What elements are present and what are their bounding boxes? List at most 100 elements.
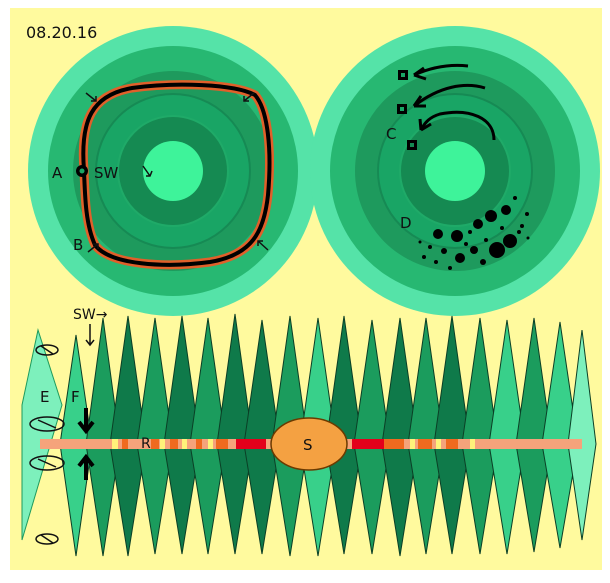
rod-segment [410,439,415,449]
rotation-icon [35,533,59,545]
rod-segment [216,439,228,449]
diamond-column [488,319,526,555]
sw-down-arrow-icon [85,324,95,347]
rod-segment [182,439,187,449]
label-sw: SW [94,164,119,182]
diamond-column [109,315,147,557]
diamond-column [189,317,227,555]
rotation-icon [29,455,65,471]
debris-blob [525,212,529,216]
debris-blob [520,224,524,228]
debris-blob [422,255,426,259]
diamond-column [243,319,281,555]
debris-blob [484,238,488,242]
right-disk: C D [310,26,600,316]
planetesimal-3-center [410,143,414,147]
debris-blob [489,242,505,258]
diamond-column [136,317,174,555]
arrow-down-icon [142,165,153,177]
debris-blob [470,246,478,254]
planetesimal-1-center [401,73,405,77]
debris-blob [464,242,468,246]
date-label: 08.20.16 [26,23,97,42]
rotation-icon [29,416,65,432]
diamond-column [353,319,391,555]
rod-segment [122,439,128,449]
rod-segment [112,439,118,449]
debris-blob [501,205,511,215]
diamond-column [461,317,499,555]
arrowhead-1-icon [413,66,427,81]
rod-segment [160,439,165,449]
debris-blob [500,226,504,230]
label-a: A [52,164,63,182]
rod-segment [446,439,458,449]
arrowhead-2-icon [412,95,426,108]
diamond-column [433,315,471,555]
debris-blob [418,240,422,244]
left-orbit [81,82,272,267]
label-r: R [141,436,151,452]
debris-blob [428,245,432,249]
inspiral-arc-2 [413,84,486,108]
label-b: B [73,236,83,254]
down-thick-arrow-icon [77,408,95,435]
rotation-icon [35,344,59,356]
debris-blob [441,248,447,254]
diamond-column [85,317,121,557]
debris-blob [473,219,483,229]
debris-blob [468,230,472,234]
inspiral-arc-3 [419,110,496,141]
diamond-column [407,317,445,555]
debris-blob [503,234,517,248]
diamond-column [216,313,254,555]
rod-segment [418,439,432,449]
arrow-inward-bl-icon [87,243,99,253]
label-s: S [303,436,313,454]
rod-segment [151,439,159,449]
rod-segment [352,439,384,449]
debris-blob [433,229,443,239]
debris-field [418,196,530,270]
label-f: F [71,388,80,406]
left-disk: A SW B [28,26,318,316]
sun [270,417,348,471]
debris-blob [451,230,463,242]
arrowhead-3-icon [418,118,432,132]
point-a-marker-center [79,168,85,174]
arrow-inward-br-icon [257,240,269,251]
rod-segment [208,439,213,449]
label-sw-arrow: SW→ [73,307,108,323]
debris-blob [517,230,521,234]
debris-blob [485,210,497,222]
diamond-column [163,315,201,555]
label-d: D [400,214,412,232]
arrow-inward-tl-icon [85,92,97,102]
left-fan-shape [21,328,63,541]
up-thick-arrow-icon [77,453,95,480]
planetesimal-2-center [400,107,404,111]
diamond-column [541,321,579,549]
label-e: E [40,388,49,406]
diamond-column [567,329,597,541]
diamond-column [381,317,419,557]
rod-segment [384,439,404,449]
left-disk-core [143,141,203,201]
debris-blob [455,253,465,263]
right-disk-core [425,141,485,201]
rod-segment [236,439,266,449]
rod-segment [196,439,202,449]
debris-blob [448,266,452,270]
label-c: C [386,125,396,143]
debris-blob [480,259,486,265]
rod-segment [470,439,475,449]
arrow-inward-tr-icon [243,92,255,102]
rod-segment [436,439,441,449]
rod-segment [170,439,178,449]
debris-blob [434,260,438,264]
diamond-column [515,317,553,553]
debris-blob [513,196,517,200]
debris-blob [526,236,530,240]
